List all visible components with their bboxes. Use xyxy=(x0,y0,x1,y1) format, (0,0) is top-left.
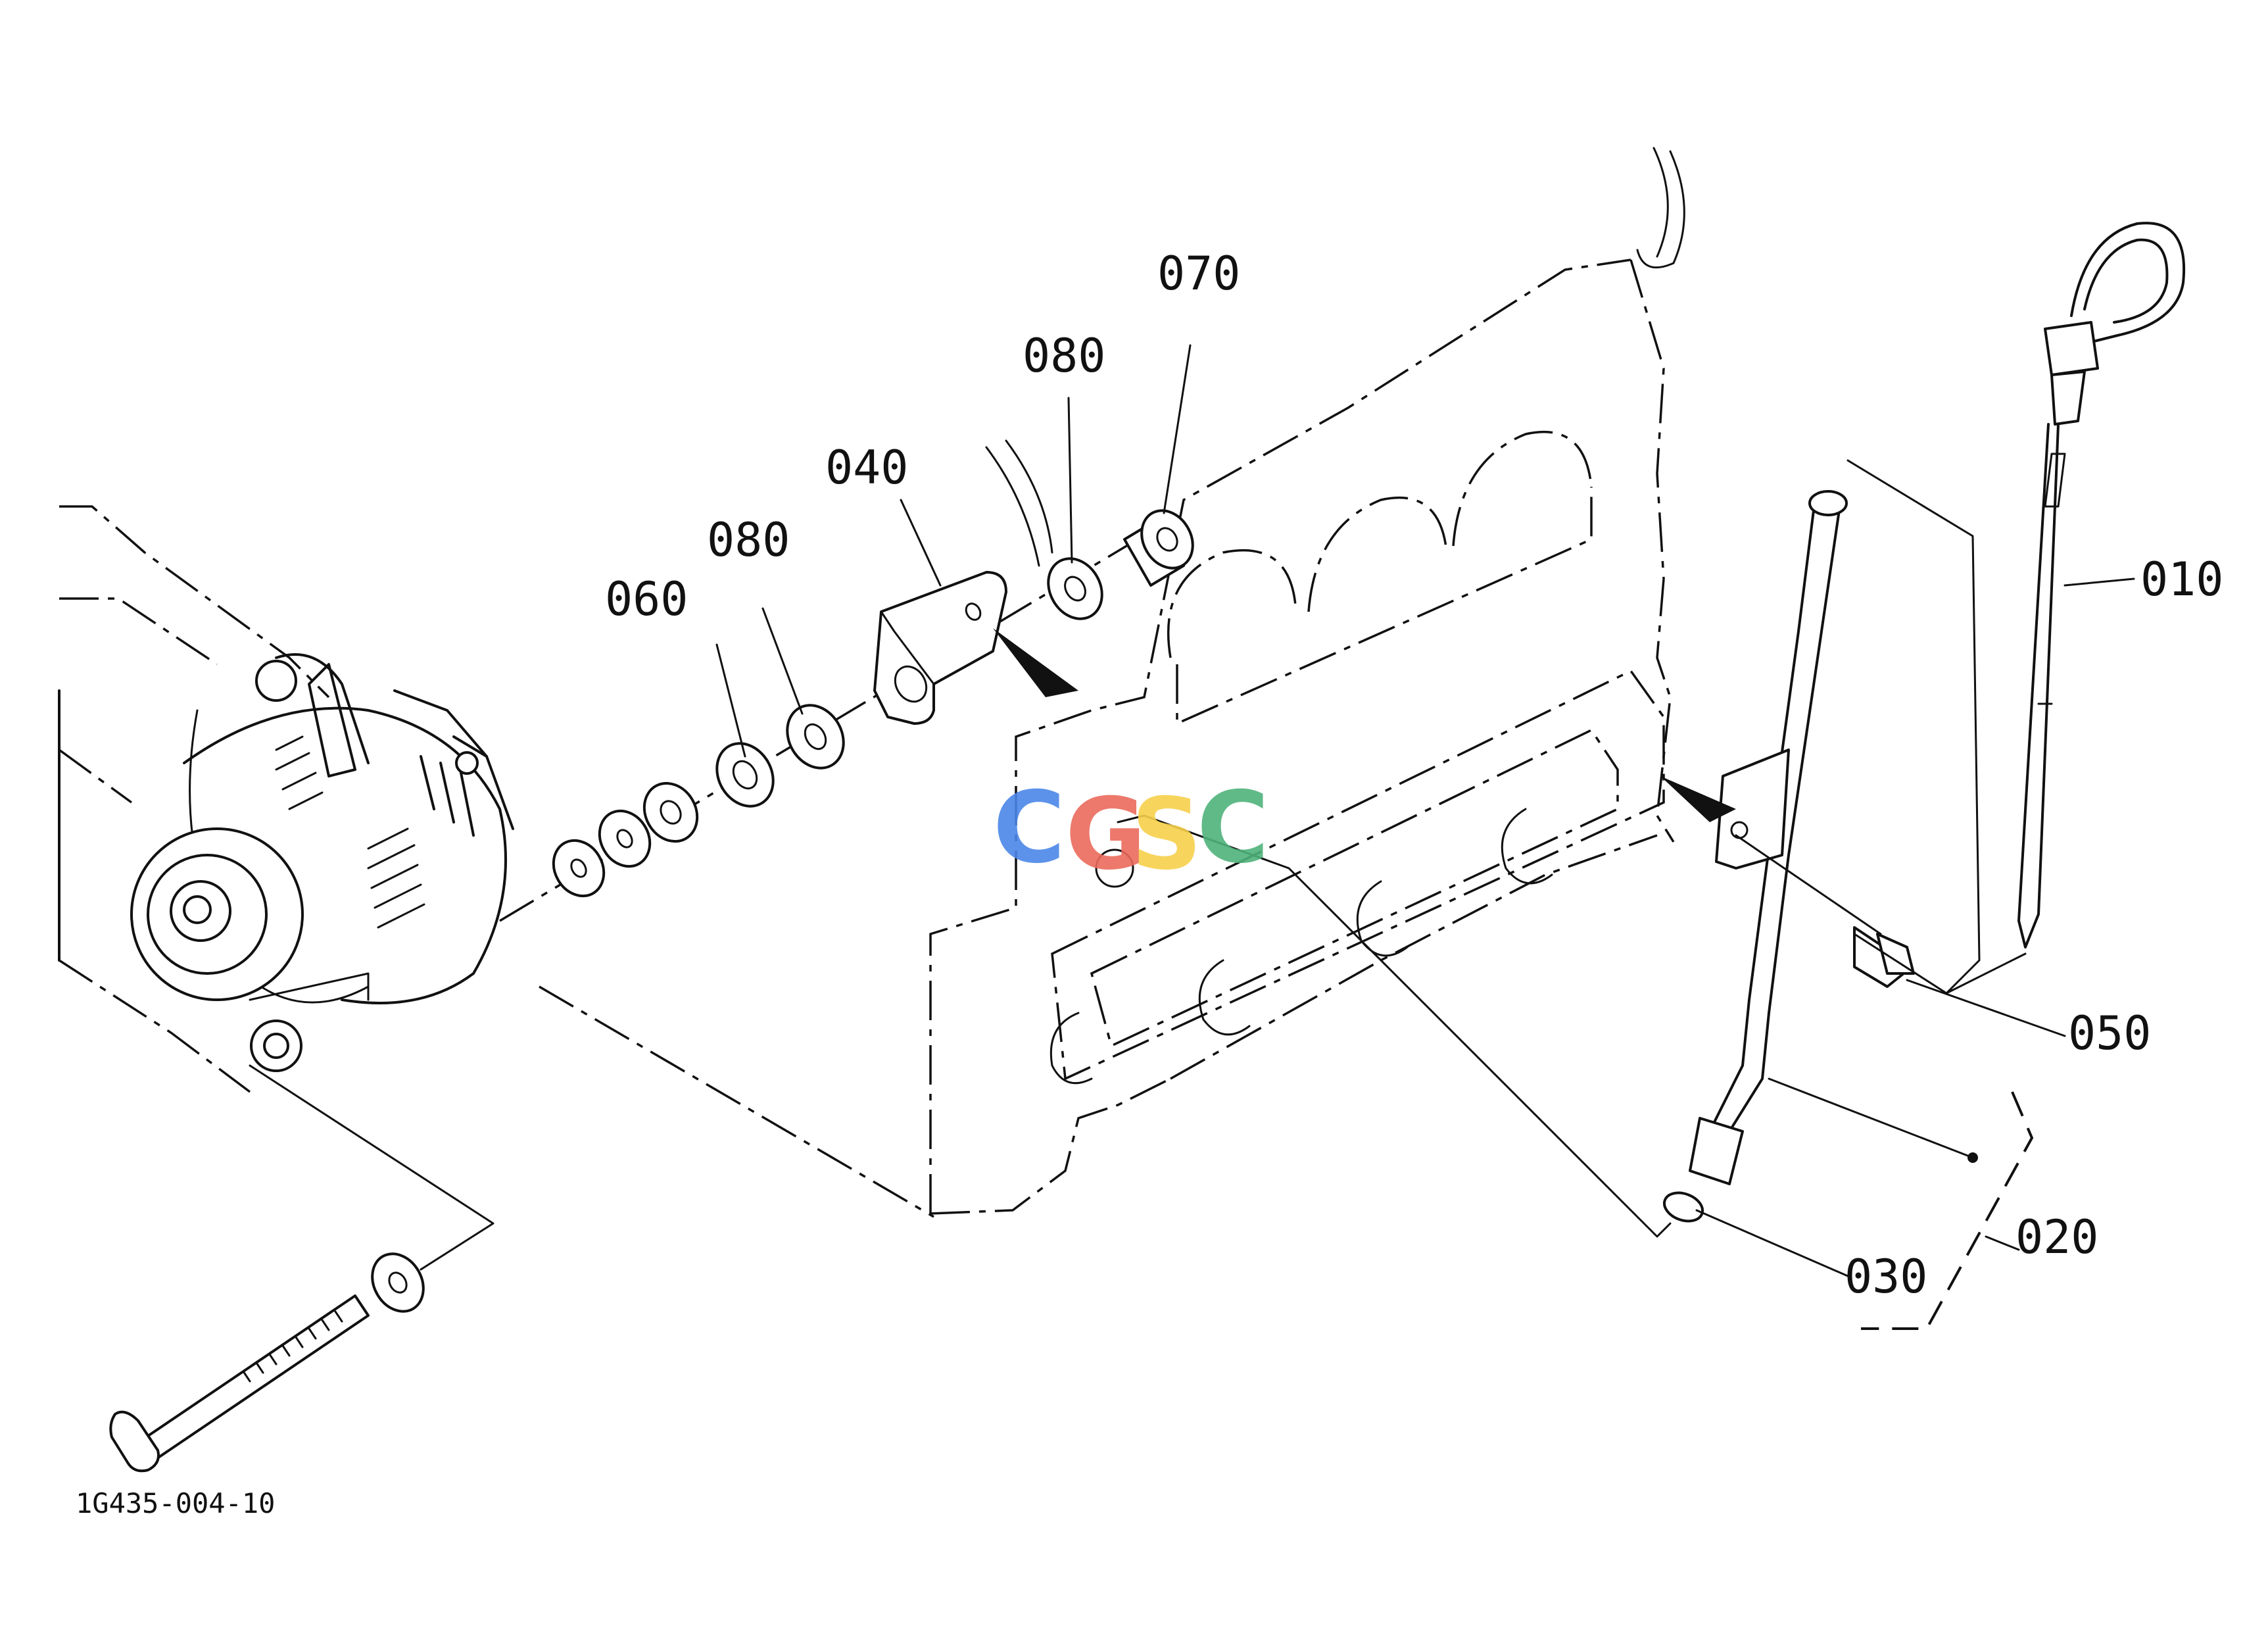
washer-080-right xyxy=(1047,557,1103,620)
watermark-letter-4: C xyxy=(1197,771,1269,885)
watermark-letter-1: C xyxy=(993,771,1065,885)
watermark-letter-2: G xyxy=(1065,777,1146,892)
dipstick-010 xyxy=(1846,222,2186,995)
watermark-logo: C G S C xyxy=(993,771,1269,892)
callout-030: 030 xyxy=(1845,1250,1927,1304)
spacer-070 xyxy=(1123,509,1194,587)
long-bolt xyxy=(109,1064,495,1473)
callout-070: 070 xyxy=(1157,247,1240,301)
callout-leaders xyxy=(715,344,2135,1330)
bracket-040 xyxy=(873,571,1078,725)
alternator xyxy=(58,505,514,1093)
callout-080-left: 080 xyxy=(707,513,790,567)
washer-080-left xyxy=(786,704,845,770)
callout-020: 020 xyxy=(2015,1210,2098,1264)
lock-washer-060 xyxy=(715,742,775,808)
callout-labels: 010 020 030 040 050 060 070 080 080 xyxy=(605,247,2223,1304)
callout-010: 010 xyxy=(2140,553,2223,606)
drawing-code: 1G435-004-10 xyxy=(76,1487,275,1519)
dipstick-guide-020 xyxy=(1117,490,1848,1238)
alternator-washers xyxy=(552,781,699,898)
callout-040: 040 xyxy=(825,441,908,495)
callout-080-right: 080 xyxy=(1023,329,1105,383)
callout-050: 050 xyxy=(2068,1006,2151,1060)
callout-060: 060 xyxy=(605,572,688,626)
watermark-letter-3: S xyxy=(1131,777,1202,892)
